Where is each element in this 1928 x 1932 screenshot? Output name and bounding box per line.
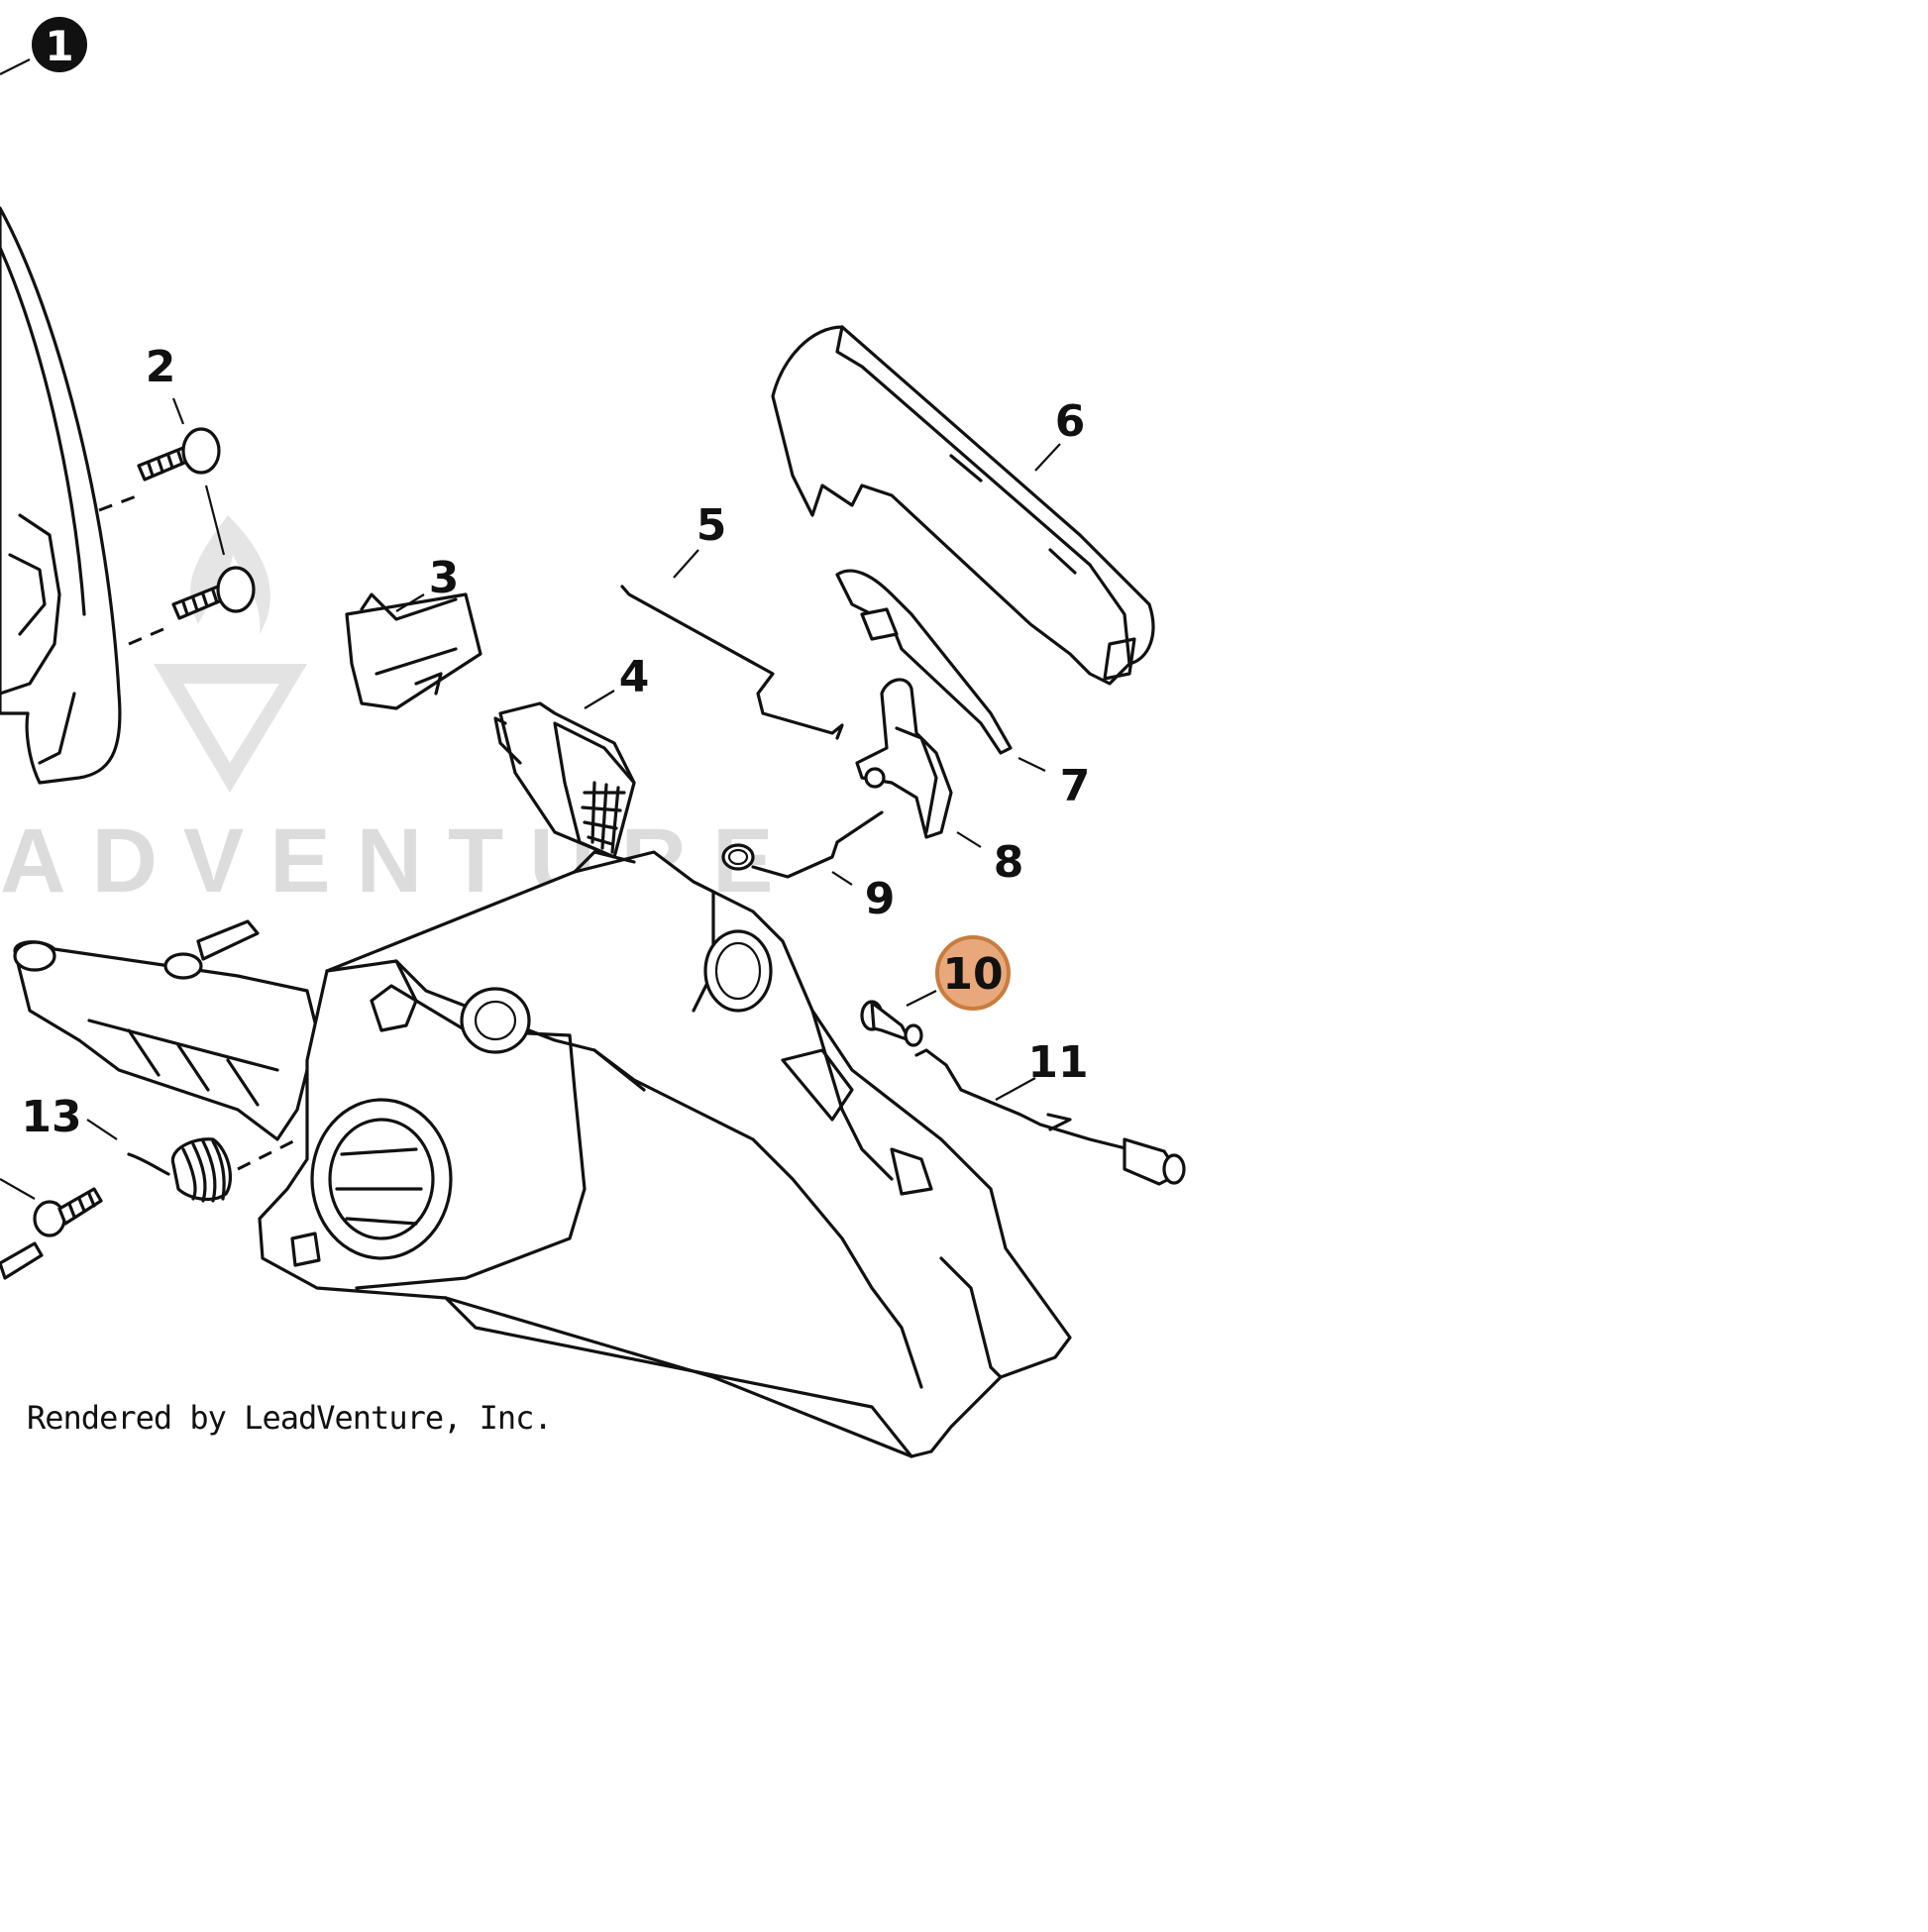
lower-left-screws (0, 1178, 103, 1280)
callout-10[interactable]: 10 (942, 949, 1003, 1000)
part-6-handle-cover (771, 325, 1155, 686)
part-13-spring (86, 1119, 298, 1203)
part-10-pin (860, 990, 937, 1047)
part-9-spring (721, 810, 884, 886)
handle-strut (13, 919, 319, 1141)
callouts: 1 2 3 4 5 6 7 8 9 10 11 13 (21, 17, 1090, 1142)
callout-13: 13 (21, 1092, 81, 1142)
callout-4: 4 (619, 652, 650, 702)
part-3-bracket (345, 592, 482, 710)
part-2-screws (98, 397, 256, 646)
callout-1-badge (32, 17, 87, 72)
callout-11: 11 (1027, 1037, 1088, 1088)
callout-3: 3 (429, 553, 460, 603)
callout-10-highlight[interactable] (935, 935, 1011, 1011)
callout-6: 6 (1055, 396, 1086, 447)
callout-1: 1 (45, 22, 73, 70)
callout-5: 5 (696, 500, 727, 551)
part-1-handle-guard (0, 58, 122, 785)
callout-2: 2 (146, 342, 176, 392)
render-credit: Rendered by LeadVenture, Inc. (27, 1399, 553, 1437)
part-5-rod (620, 549, 844, 740)
part-8-trigger (855, 678, 982, 848)
callout-9: 9 (865, 874, 896, 924)
part-7-lever (835, 569, 1046, 772)
callout-7: 7 (1060, 761, 1091, 811)
part-11-cable-filter (914, 1048, 1186, 1186)
main-housing (258, 850, 1072, 1458)
callout-8: 8 (994, 837, 1024, 888)
